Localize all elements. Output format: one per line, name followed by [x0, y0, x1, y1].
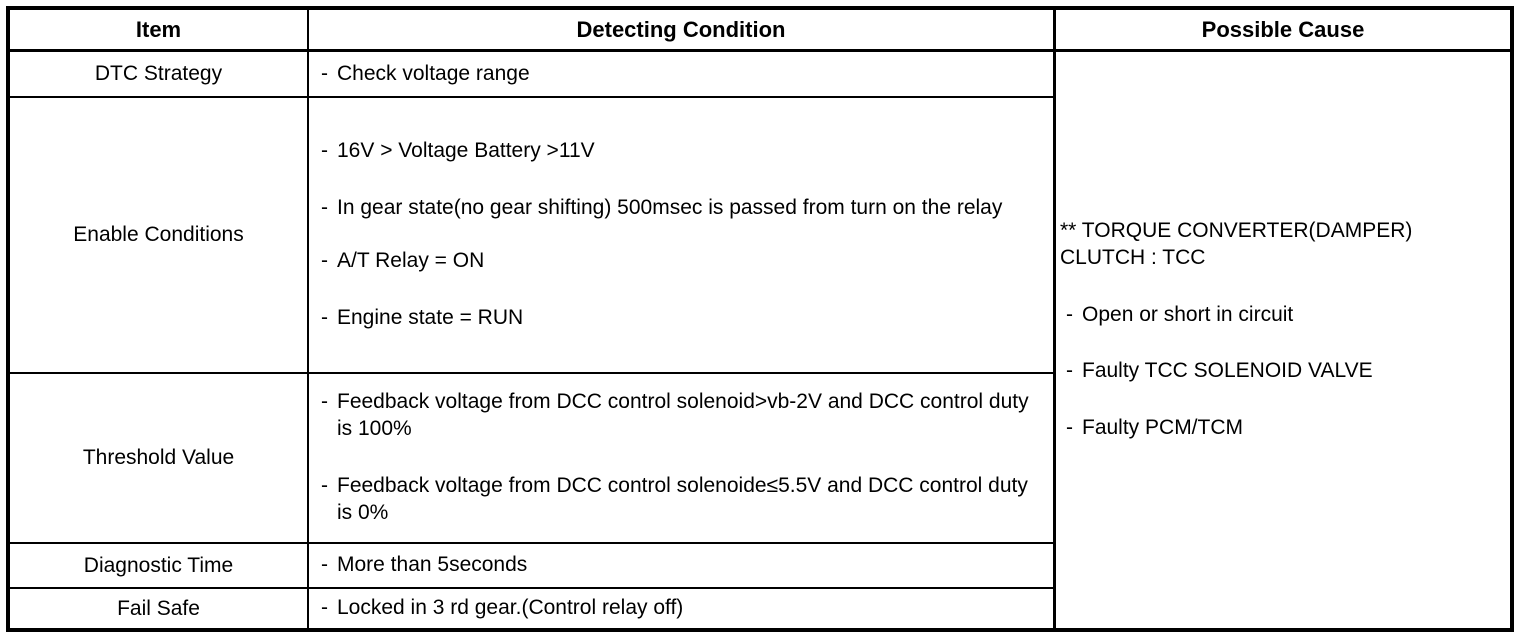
spacer: [1060, 272, 1500, 302]
list-item: - Faulty TCC SOLENOID VALVE: [1060, 358, 1500, 385]
bullet-text: Faulty PCM/TCM: [1082, 416, 1244, 440]
item-and-condition-columns: Item Detecting Condition DTC Strategy - …: [10, 10, 1056, 628]
list-item: - More than 5seconds: [321, 552, 1053, 579]
bullet-text: Locked in 3 rd gear.(Control relay off): [337, 596, 684, 620]
bullet-dash-icon: -: [1066, 302, 1073, 326]
bullet-dash-icon: -: [321, 139, 328, 163]
list-item: - Feedback voltage from DCC control sole…: [321, 473, 1053, 527]
spacer: [321, 443, 1053, 473]
column-header-detecting-condition: Detecting Condition: [576, 16, 786, 42]
bullet-text: More than 5seconds: [337, 553, 528, 577]
bullet-text: Open or short in circuit: [1082, 302, 1294, 326]
row-label-dtc-strategy: DTC Strategy: [10, 52, 309, 96]
row-condition-diagnostic-time: - More than 5seconds: [309, 544, 1053, 587]
column-header-item: Item: [10, 10, 309, 49]
row-label-diagnostic-time: Diagnostic Time: [10, 544, 309, 587]
table-row: DTC Strategy - Check voltage range: [10, 52, 1053, 98]
bullet-dash-icon: -: [1066, 359, 1073, 383]
bullet-text: Faulty TCC SOLENOID VALVE: [1082, 359, 1373, 383]
bullet-dash-icon: -: [321, 305, 328, 329]
list-item: - Check voltage range: [321, 61, 1053, 88]
bullet-text: 16V > Voltage Battery >11V: [337, 139, 595, 163]
row-condition-fail-safe: - Locked in 3 rd gear.(Control relay off…: [309, 589, 1053, 628]
bullet-dash-icon: -: [1066, 416, 1073, 440]
possible-cause-note: ** TORQUE CONVERTER(DAMPER) CLUTCH : TCC: [1060, 219, 1413, 270]
bullet-dash-icon: -: [321, 390, 328, 414]
list-item: - Faulty PCM/TCM: [1060, 415, 1500, 442]
bullet-dash-icon: -: [321, 596, 328, 620]
bullet-list: - Check voltage range: [321, 61, 1053, 88]
row-label-fail-safe: Fail Safe: [10, 589, 309, 628]
row-condition-enable-conditions: - 16V > Voltage Battery >11V - In gear s…: [309, 98, 1053, 372]
bullet-dash-icon: -: [321, 249, 328, 272]
bullet-text: In gear state(no gear shifting) 500msec …: [337, 196, 1003, 220]
bullet-list: - Feedback voltage from DCC control sole…: [321, 389, 1053, 527]
table-row: Diagnostic Time - More than 5seconds: [10, 544, 1053, 589]
possible-cause-column: Possible Cause ** TORQUE CONVERTER(DAMPE…: [1056, 10, 1510, 628]
spacer: [321, 275, 1053, 305]
list-item: - Engine state = RUN: [321, 305, 1053, 332]
bullet-text: Engine state = RUN: [337, 305, 524, 329]
bullet-dash-icon: -: [321, 474, 328, 497]
list-item: - 16V > Voltage Battery >11V: [321, 138, 1053, 165]
bullet-text: Check voltage range: [337, 61, 530, 85]
row-label-threshold-value: Threshold Value: [10, 374, 309, 542]
bullet-dash-icon: -: [321, 61, 328, 85]
bullet-list: - 16V > Voltage Battery >11V - In gear s…: [321, 138, 1053, 332]
bullet-list: - Locked in 3 rd gear.(Control relay off…: [321, 595, 1053, 622]
bullet-dash-icon: -: [321, 196, 328, 220]
table-row: Threshold Value - Feedback voltage from …: [10, 374, 1053, 544]
spacer: [1060, 385, 1500, 415]
bullet-text: Feedback voltage from DCC control soleno…: [337, 474, 1028, 524]
spacer: [1060, 328, 1500, 358]
list-item: - A/T Relay = ON: [321, 248, 1053, 275]
list-item: - Open or short in circuit: [1060, 302, 1500, 329]
spacer: [321, 165, 1053, 195]
table-header-row: Item Detecting Condition: [10, 10, 1053, 52]
possible-cause-body: ** TORQUE CONVERTER(DAMPER) CLUTCH : TCC…: [1056, 52, 1510, 628]
bullet-list: - More than 5seconds: [321, 552, 1053, 579]
list-item: - Feedback voltage from DCC control sole…: [321, 389, 1053, 443]
dtc-diagnostic-table: Item Detecting Condition DTC Strategy - …: [6, 6, 1514, 632]
row-label-enable-conditions: Enable Conditions: [10, 98, 309, 372]
table-row: Fail Safe - Locked in 3 rd gear.(Control…: [10, 589, 1053, 628]
row-condition-threshold-value: - Feedback voltage from DCC control sole…: [309, 374, 1053, 542]
bullet-text: Feedback voltage from DCC control soleno…: [337, 390, 1029, 441]
spacer: [321, 222, 1053, 248]
possible-cause-content: ** TORQUE CONVERTER(DAMPER) CLUTCH : TCC…: [1060, 217, 1500, 442]
table-row: Enable Conditions - 16V > Voltage Batter…: [10, 98, 1053, 374]
bullet-dash-icon: -: [321, 553, 328, 577]
list-item: - Locked in 3 rd gear.(Control relay off…: [321, 595, 1053, 622]
row-condition-dtc-strategy: - Check voltage range: [309, 52, 1053, 96]
list-item: - In gear state(no gear shifting) 500mse…: [321, 195, 1053, 222]
column-header-possible-cause: Possible Cause: [1056, 10, 1510, 52]
bullet-text: A/T Relay = ON: [337, 249, 485, 272]
